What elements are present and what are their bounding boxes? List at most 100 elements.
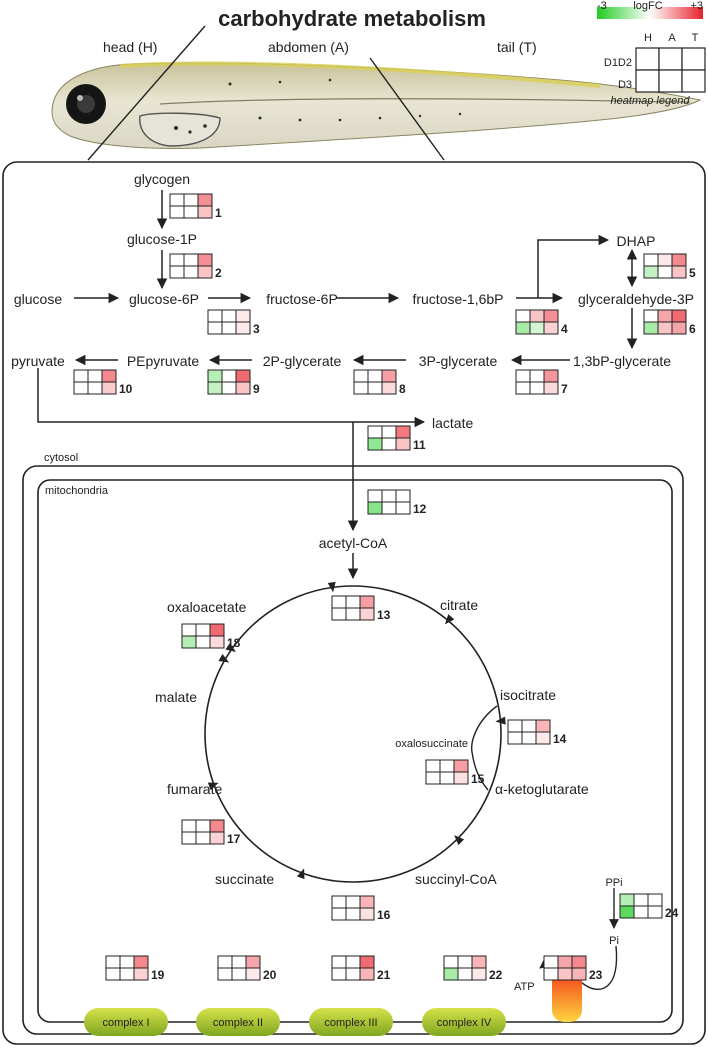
heatmap-cell [671,265,687,279]
heatmap-number: 17 [227,832,241,846]
complex-label: complex IV [437,1017,492,1029]
heatmap-cell [647,893,663,907]
heatmap-cell [235,369,251,383]
heatmap-cell [73,381,89,395]
heatmap-cell [221,309,237,323]
region-head-label: head (H) [103,39,157,55]
heatmap-cell [207,381,223,395]
heatmap-cell [207,309,223,323]
heatmap-cell [643,321,659,335]
complex-label: complex I [102,1017,149,1029]
heatmap-cell [353,381,369,395]
complex-2: complex II [196,1008,280,1036]
metabolite-oxalosuccinate: oxalosuccinate [395,738,468,750]
metabolite-fructose-6p: fructose-6P [266,291,338,307]
heatmap-cell [195,819,211,833]
heatmap-18: 18 [181,623,241,650]
heatmap-cell [105,967,121,981]
cycle-arrowhead [454,835,465,846]
zebrafish-larva-illustration [51,61,702,149]
heatmap-cell [425,771,441,785]
heatmap-number: 14 [553,732,567,746]
metabolite-3p-glycerate: 3P-glycerate [419,353,498,369]
metabolite-glyceraldehyde-3p: glyceraldehyde-3P [578,291,694,307]
heatmap-cell [657,253,673,267]
heatmap-10: 10 [73,369,133,396]
heatmap-cell [235,309,251,323]
complex-label: complex III [324,1017,377,1029]
legend-col-a: A [668,32,676,44]
complex-1: complex I [84,1008,168,1036]
heatmap-number: 15 [471,772,485,786]
heatmap-cell [367,489,383,503]
heatmap-cell [529,309,545,323]
metabolite-2p-glycerate: 2P-glycerate [263,353,342,369]
metabolite-13bp-glycerate: 1,3bP-glycerate [573,353,671,369]
heatmap-cell [181,635,197,649]
heatmap-cell [195,623,211,637]
heatmap-cell [657,265,673,279]
heatmap-cell [643,265,659,279]
heatmap-cell [643,253,659,267]
heatmap-cell [197,205,213,219]
region-tail-label: tail (T) [497,39,537,55]
heatmap-cell [119,955,135,969]
heatmap-cell [381,425,397,439]
heatmap-cell [195,831,211,845]
metabolite-malate: malate [155,689,197,705]
cell-boundary [2,161,706,1045]
heatmap-cell [381,369,397,383]
heatmap-cell [181,623,197,637]
heatmap-1: 1 [169,193,222,220]
heatmap-8: 8 [353,369,406,396]
complex-shape [422,1008,506,1036]
cytosol-label: cytosol [44,452,78,464]
metabolite-ppi: PPi [605,877,622,889]
heatmap-cell [457,955,473,969]
heatmap-17: 17 [181,819,241,846]
heatmap-21: 21 [331,955,391,982]
metabolite-labels: glycogen glucose-1P glucose glucose-6P f… [11,171,694,993]
heatmap-cell [671,309,687,323]
heatmap-cell [119,967,135,981]
heatmap-cell [359,907,375,921]
heatmap-cell [197,193,213,207]
heatmap-cell [367,381,383,395]
heatmap-number: 12 [413,502,427,516]
metabolite-pyruvate: pyruvate [11,353,65,369]
heatmap-cell [345,607,361,621]
heatmap-cell [221,321,237,335]
heatmap-7: 7 [515,369,568,396]
heatmap-9: 9 [207,369,260,396]
heatmap-number: 1 [215,206,222,220]
complex-shape [196,1008,280,1036]
heatmap-cell [183,193,199,207]
heatmap-cell [395,489,411,503]
heatmap-cell [471,955,487,969]
metabolite-pi: Pi [609,935,619,947]
metabolite-lactate: lactate [432,415,473,431]
heatmap-cell [543,369,559,383]
heatmap-cell [209,635,225,649]
metabolite-acetyl-coa: acetyl-CoA [319,535,388,551]
heatmap-cell [345,595,361,609]
heatmap-cell [633,893,649,907]
heatmap-cell [657,309,673,323]
heatmap-cell [571,955,587,969]
heatmap-cell [671,321,687,335]
heatmap-cell [443,955,459,969]
heatmap-cell [647,905,663,919]
heatmap-number: 24 [665,906,679,920]
heatmap-cell [535,719,551,733]
metabolite-citrate: citrate [440,597,478,613]
heatmap-cell [515,381,531,395]
heatmap-cell [367,369,383,383]
cycle-arrowhead [327,581,336,593]
heatmap-cell [671,253,687,267]
heatmap-number: 20 [263,968,277,982]
heatmap-number: 11 [413,438,426,452]
heatmap-cell [395,501,411,515]
respiratory-complexes: complex I complex II complex III complex IV [84,1008,506,1036]
legend-col-t: T [692,32,699,44]
